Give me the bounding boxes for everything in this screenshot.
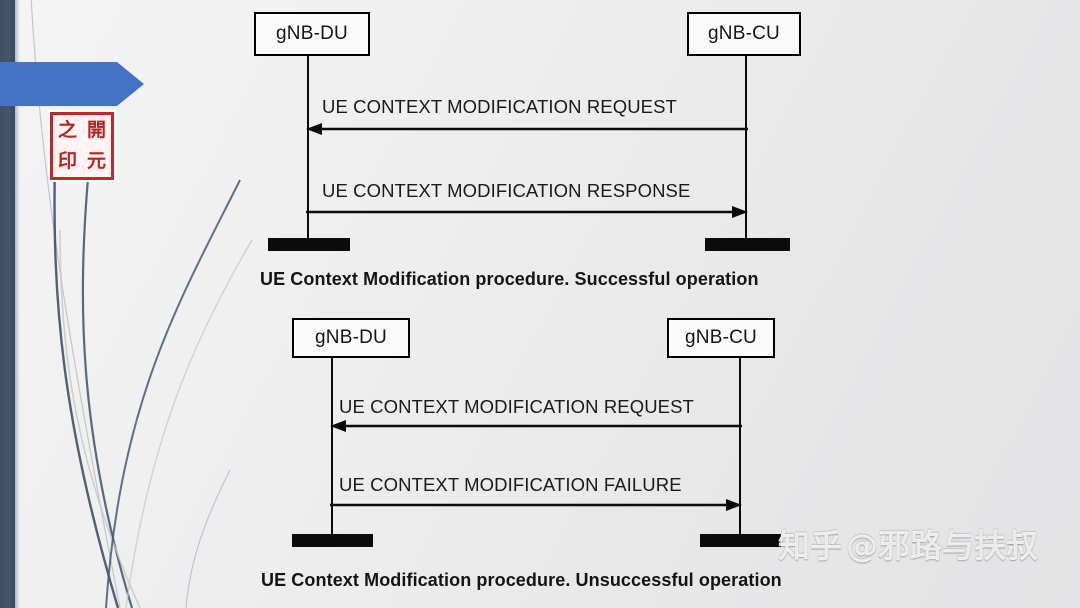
lifeline-gnb-cu-successful (745, 56, 747, 243)
seal-char-1: 之 (57, 119, 77, 141)
node-box-gnb-cu-unsuccessful: gNB-CU (667, 318, 775, 358)
caption-successful: UE Context Modification procedure. Succe… (260, 269, 759, 289)
endbar-gnb-du-unsuccessful (292, 534, 373, 547)
red-seal-characters: 之 開 印 元 (50, 112, 114, 180)
message-label-failure-unsuccessful: UE CONTEXT MODIFICATION FAILURE (339, 474, 682, 495)
sequence-diagram-successful: gNB-DU gNB-CU UE CONTEXT MODIFICATION RE… (0, 0, 1080, 300)
node-box-gnb-du-unsuccessful: gNB-DU (292, 318, 410, 358)
seal-char-3: 印 (57, 150, 77, 172)
lifeline-gnb-du-successful (307, 56, 309, 243)
endbar-gnb-du-successful (268, 238, 350, 251)
message-arrow-failure-unsuccessful (330, 499, 742, 511)
message-arrow-response-successful (306, 206, 748, 218)
message-arrow-request-successful (306, 123, 748, 135)
seal-char-4: 元 (86, 150, 106, 172)
blue-arrow-banner (0, 62, 144, 106)
caption-unsuccessful: UE Context Modification procedure. Unsuc… (261, 570, 782, 590)
message-label-response-successful: UE CONTEXT MODIFICATION RESPONSE (322, 180, 691, 201)
left-edge-stripe (0, 0, 15, 608)
node-box-gnb-du-successful: gNB-DU (254, 12, 370, 56)
left-edge-stripe-shadow (15, 0, 20, 608)
message-label-request-unsuccessful: UE CONTEXT MODIFICATION REQUEST (339, 396, 694, 417)
lifeline-gnb-cu-unsuccessful (739, 358, 741, 538)
message-arrow-request-unsuccessful (330, 420, 742, 432)
lifeline-gnb-du-unsuccessful (331, 358, 333, 538)
message-label-request-successful: UE CONTEXT MODIFICATION REQUEST (322, 96, 677, 117)
node-box-gnb-cu-successful: gNB-CU (687, 12, 801, 56)
red-seal-stamp: 之 開 印 元 (48, 110, 116, 182)
endbar-gnb-cu-unsuccessful (700, 534, 781, 547)
seal-char-2: 開 (86, 119, 106, 141)
endbar-gnb-cu-successful (705, 238, 790, 251)
